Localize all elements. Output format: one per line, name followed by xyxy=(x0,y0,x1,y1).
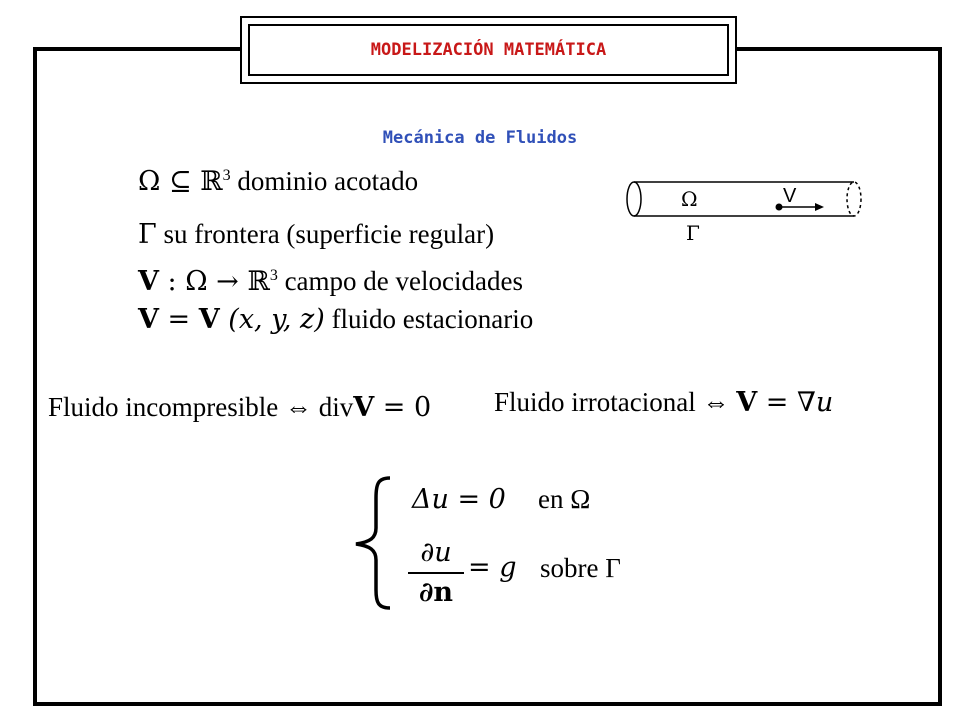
fraction-denominator: ∂n xyxy=(418,577,454,608)
header-box: MODELIZACIÓN MATEMÁTICA xyxy=(240,16,737,84)
boundary-math: Γ xyxy=(138,219,157,250)
boundary-text: su frontera (superficie regular) xyxy=(156,219,495,249)
header-title: MODELIZACIÓN MATEMÁTICA xyxy=(370,40,607,60)
velocity-math: : Ω → ℝ xyxy=(158,266,270,297)
velocity-text: campo de velocidades xyxy=(277,266,523,296)
irrotational-bold-v: V xyxy=(736,387,758,418)
equation-laplace: Δu = 0 xyxy=(412,484,506,515)
left-brace xyxy=(355,476,391,610)
neumann-boundary-text: sobre Γ xyxy=(540,553,621,583)
laplace-domain-text: en Ω xyxy=(538,484,591,514)
domain-text: dominio acotado xyxy=(230,166,419,196)
neumann-math: = g xyxy=(468,552,517,583)
equation-neumann: = g xyxy=(468,552,517,583)
irrotational-math: = ∇u xyxy=(757,387,834,418)
domain-superscript: 3 xyxy=(222,167,231,184)
domain-math: Ω ⊆ ℝ xyxy=(138,166,223,197)
stationary-text: fluido estacionario xyxy=(324,304,534,334)
normal-derivative-fraction: ∂u ∂n xyxy=(408,536,464,610)
diagram-v-label: V xyxy=(783,185,797,207)
fraction-bar xyxy=(408,572,464,574)
stationary-args: (x, y, z) xyxy=(219,304,325,335)
incompressible-bold-v: V xyxy=(353,392,375,423)
definition-domain: Ω ⊆ ℝ3 dominio acotado xyxy=(138,166,418,197)
condition-incompressible: Fluido incompresible ⇔ divV = 0 xyxy=(48,392,431,423)
subtitle: Mecánica de Fluidos xyxy=(382,128,578,148)
diagram-omega-label: Ω xyxy=(681,187,698,211)
stationary-bold-v-b: V xyxy=(198,304,220,335)
definition-stationary: V = V (x, y, z) fluido estacionario xyxy=(138,304,533,335)
laplace-math: Δu = 0 xyxy=(412,484,506,515)
velocity-superscript: 3 xyxy=(269,267,278,284)
condition-irrotational: Fluido irrotacional ⇔ V = ∇u xyxy=(494,387,833,418)
stationary-equals: = xyxy=(158,304,199,335)
slide-frame xyxy=(33,47,942,706)
fraction-numerator: ∂u xyxy=(420,537,452,568)
tube-diagram: Ω V Γ xyxy=(626,181,862,245)
velocity-bold-v: V xyxy=(138,266,159,297)
diagram-gamma-label: Γ xyxy=(686,221,700,245)
definition-boundary: Γ su frontera (superficie regular) xyxy=(138,219,494,250)
equation-neumann-boundary: sobre Γ xyxy=(540,553,621,584)
header-inner-border: MODELIZACIÓN MATEMÁTICA xyxy=(248,24,729,76)
incompressible-math: = 0 xyxy=(374,392,432,423)
definition-velocity-field: V : Ω → ℝ3 campo de velocidades xyxy=(138,266,523,297)
irrotational-text: Fluido irrotacional ⇔ xyxy=(494,387,737,417)
equation-laplace-domain: en Ω xyxy=(538,484,590,515)
stationary-bold-v-a: V xyxy=(138,304,159,335)
incompressible-text: Fluido incompresible ⇔ div xyxy=(48,392,354,422)
